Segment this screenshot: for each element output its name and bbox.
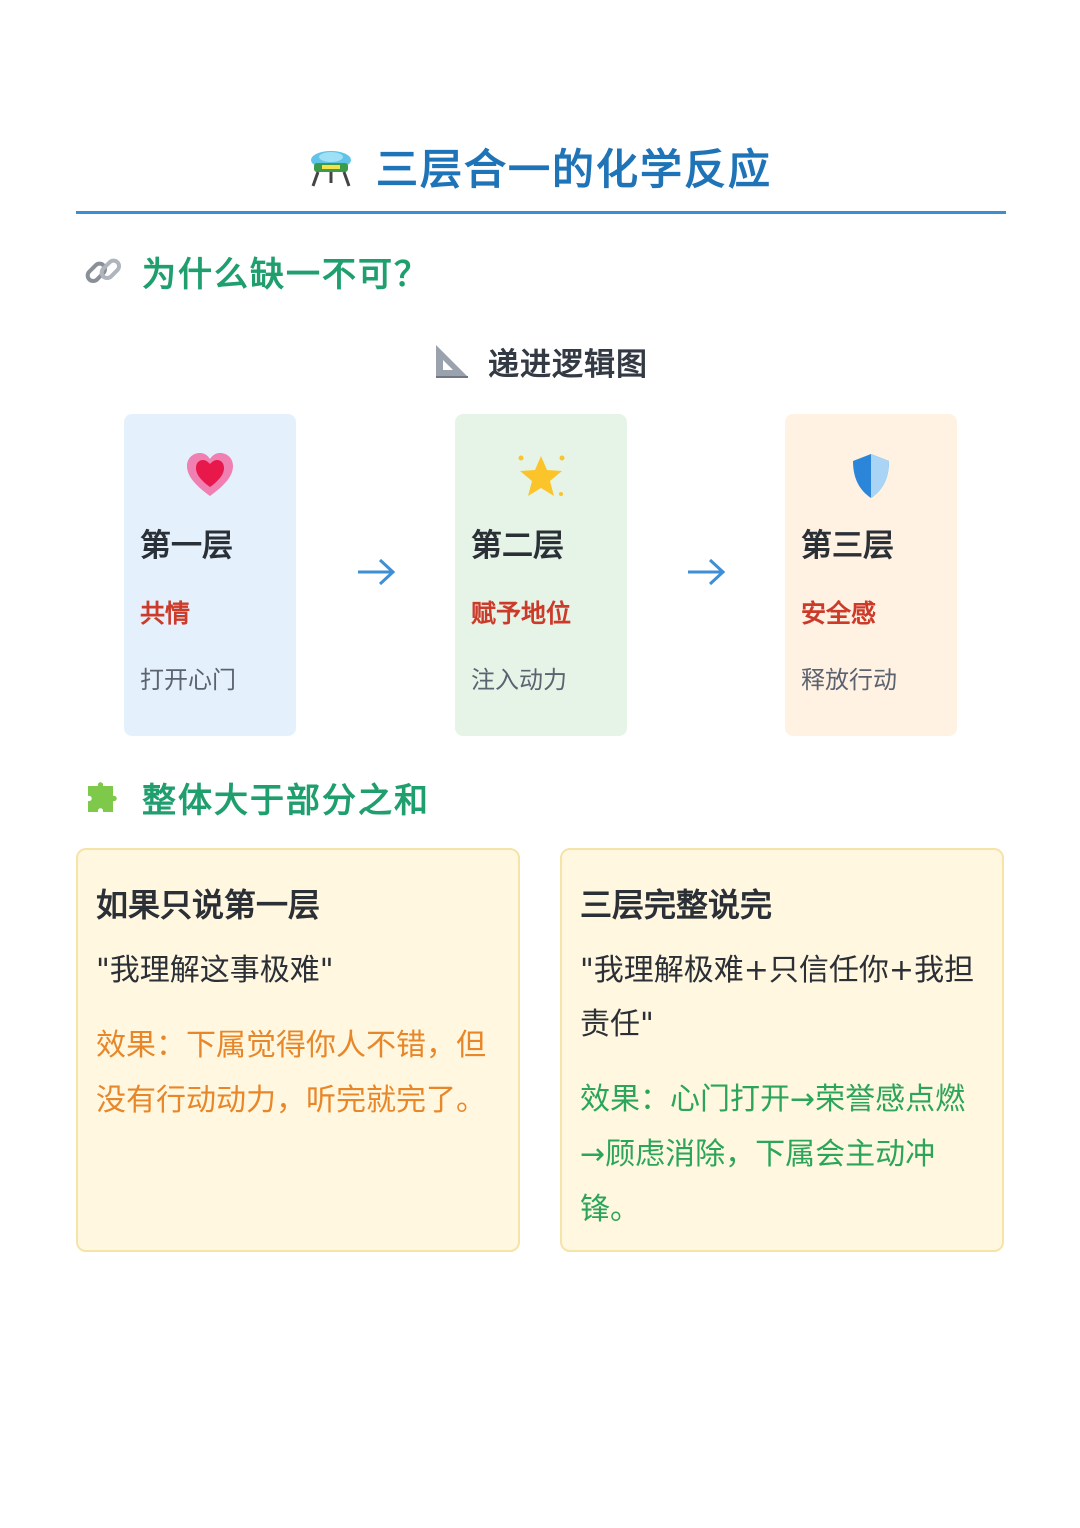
layer-3-title: 第三层 xyxy=(801,528,894,564)
arrow-right-icon xyxy=(358,558,396,586)
star-icon xyxy=(518,455,565,496)
section-why-title: 为什么缺一不可？ xyxy=(142,254,430,295)
layer-card-2: 第二层 赋予地位 注入动力 xyxy=(455,414,627,736)
card-2-effect: 效果：心门打开→荣誉感点燃→顾虑消除，下属会主动冲锋。 xyxy=(580,1082,966,1227)
layer-2-title: 第二层 xyxy=(471,528,564,564)
compare-card-complete: 三层完整说完 "我理解极难+只信任你+我担责任" 效果：心门打开→荣誉感点燃→顾… xyxy=(560,848,1004,1252)
page-title-row: 三层合一的化学反应 xyxy=(0,134,1080,198)
diagram-title: 递进逻辑图 xyxy=(488,346,648,383)
link-icon xyxy=(85,258,122,284)
card-1-quote: "我理解这事极难" xyxy=(96,953,334,988)
layer-3-desc: 释放行动 xyxy=(801,666,897,694)
diagram-header: 递进逻辑图 xyxy=(0,334,1080,388)
compare-card-partial: 如果只说第一层 "我理解这事极难" 效果：下属觉得你人不错，但没有行动动力，听完… xyxy=(76,848,520,1252)
card-1-title: 如果只说第一层 xyxy=(96,886,321,924)
card-1-effect: 效果：下属觉得你人不错，但没有行动动力，听完就完了。 xyxy=(96,1028,486,1118)
page-title: 三层合一的化学反应 xyxy=(375,144,772,194)
section-why-header: 为什么缺一不可？ xyxy=(82,246,430,296)
layer-1-key: 共情 xyxy=(140,599,191,628)
card-2-quote: "我理解极难+只信任你+我担责任" xyxy=(580,953,975,1042)
layer-2-key: 赋予地位 xyxy=(471,599,572,628)
arrow-right-icon xyxy=(688,558,726,586)
title-divider xyxy=(76,211,1006,214)
section-whole-header: 整体大于部分之和 xyxy=(82,772,430,822)
layer-2-desc: 注入动力 xyxy=(471,666,567,694)
layer-card-3: 第三层 安全感 释放行动 xyxy=(785,414,957,736)
layer-1-desc: 打开心门 xyxy=(140,666,236,694)
layer-1-title: 第一层 xyxy=(140,528,233,564)
puzzle-piece-icon xyxy=(88,782,117,812)
section-whole-title: 整体大于部分之和 xyxy=(142,780,430,821)
layer-card-1: 第一层 共情 打开心门 xyxy=(124,414,296,736)
shield-icon xyxy=(853,454,889,498)
test-tube-icon xyxy=(310,151,351,187)
card-2-title: 三层完整说完 xyxy=(580,886,773,924)
layer-3-key: 安全感 xyxy=(801,599,877,628)
heart-icon xyxy=(187,453,233,496)
triangle-ruler-icon xyxy=(436,345,468,378)
